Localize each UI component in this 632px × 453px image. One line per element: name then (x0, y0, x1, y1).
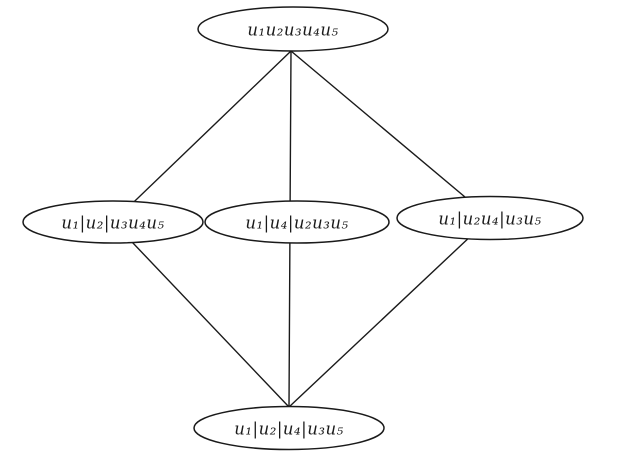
edge-top-midleft (112, 50, 292, 223)
node-top-label: u₁u₂u₃u₄u₅ (247, 21, 338, 40)
node-mid-right-ellipse (396, 195, 584, 241)
node-mid-left-ellipse (22, 200, 204, 244)
node-mid-left-label: u₁|u₂|u₃u₄u₅ (61, 214, 164, 233)
node-mid-center-ellipse (204, 200, 390, 244)
node-layer (22, 6, 584, 451)
edge-midcenter-bottom (288, 221, 291, 408)
node-bottom-label: u₁|u₂|u₄|u₃u₅ (234, 420, 343, 439)
edge-top-midright (290, 50, 491, 219)
edge-midleft-bottom (112, 221, 290, 408)
edge-top-midcenter (289, 50, 292, 223)
edge-layer (112, 50, 491, 408)
node-mid-right-label: u₁|u₂u₄|u₃u₅ (438, 210, 541, 229)
node-bottom-ellipse (193, 405, 385, 451)
edge-midright-bottom (288, 217, 491, 408)
label-layer: u₁u₂u₃u₄u₅ u₁|u₂|u₃u₄u₅ u₁|u₄|u₂u₃u₅ u₁|… (61, 21, 541, 439)
node-mid-center-label: u₁|u₄|u₂u₃u₅ (245, 214, 348, 233)
node-top-ellipse (197, 6, 389, 52)
